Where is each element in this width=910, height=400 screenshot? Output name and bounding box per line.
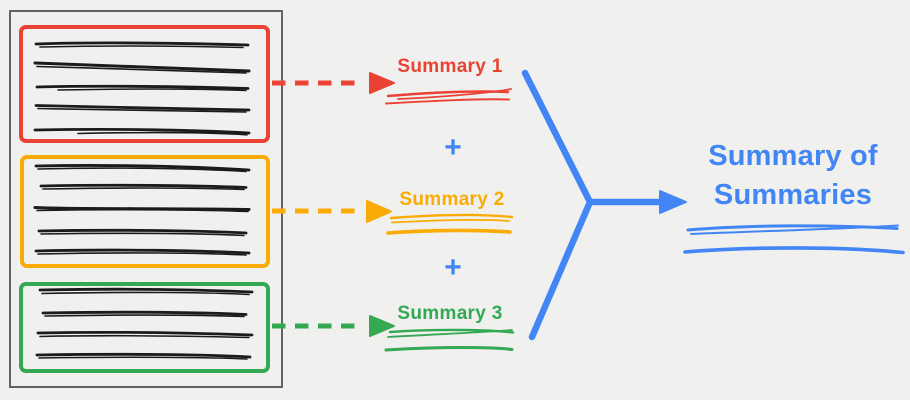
plus-operator-1: + bbox=[444, 131, 462, 164]
summary-2-underline-scribble bbox=[386, 213, 514, 235]
merge-arrow-icon bbox=[586, 190, 687, 214]
summary-1-underline-scribble bbox=[385, 88, 512, 105]
summary-3-label: Summary 3 bbox=[397, 303, 503, 324]
section2-to-summary2-dashed-arrow-icon bbox=[272, 200, 392, 223]
section3-to-summary3-dashed-arrow-icon bbox=[272, 315, 395, 337]
final-summary-label: Summary of Summaries bbox=[708, 140, 878, 211]
plus-operator-2: + bbox=[444, 251, 462, 284]
document-section-3-box bbox=[19, 282, 270, 373]
document-section-1-box bbox=[19, 25, 270, 143]
summary-2-label: Summary 2 bbox=[399, 189, 505, 210]
summary-3-underline-scribble bbox=[384, 328, 515, 352]
final-summary-underline-scribble bbox=[683, 224, 905, 255]
merge-lines bbox=[521, 69, 594, 341]
orange-arrowhead-icon bbox=[366, 200, 392, 223]
document-section-2-box bbox=[20, 155, 270, 268]
document-outline bbox=[9, 10, 283, 388]
blue-arrowhead-icon bbox=[659, 190, 687, 214]
section1-to-summary1-dashed-arrow-icon bbox=[272, 72, 395, 94]
summary-1-label: Summary 1 bbox=[397, 56, 503, 77]
